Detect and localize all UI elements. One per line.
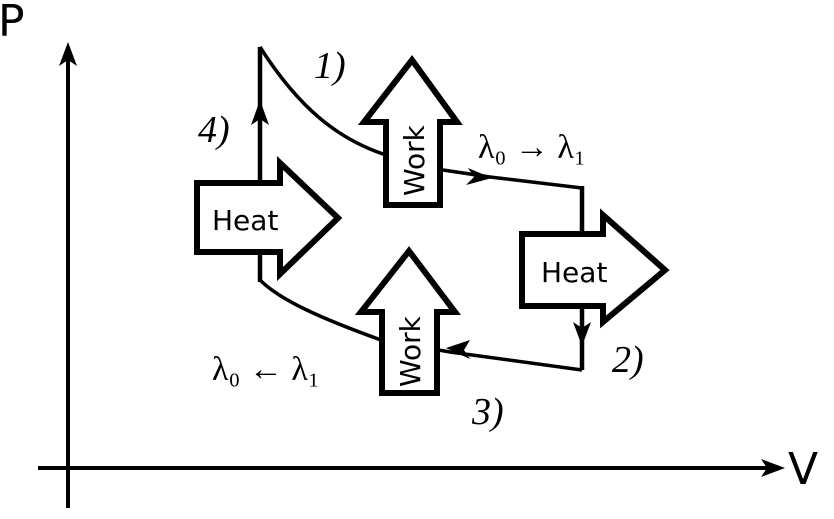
stage-3-label: 3) bbox=[471, 391, 504, 433]
work-top-arrow: Work bbox=[357, 54, 463, 208]
arrowhead-right-icon bbox=[466, 168, 492, 185]
heat-in-label: Heat bbox=[212, 204, 278, 237]
stage-1-label: 1) bbox=[314, 45, 346, 87]
work-bottom-label: Work bbox=[394, 315, 427, 387]
heat-out-label: Heat bbox=[541, 256, 607, 289]
stage-2-label: 2) bbox=[612, 339, 644, 381]
heat-out-arrow: Heat bbox=[519, 208, 670, 329]
arrowhead-left-icon bbox=[446, 340, 470, 359]
heat-in-arrow: Heat bbox=[194, 156, 343, 282]
arrowhead-up-icon bbox=[251, 100, 269, 125]
x-axis bbox=[38, 459, 785, 477]
backward-transition-label: λ₀ ← λ₁ bbox=[212, 351, 320, 388]
forward-transition-label: λ₀ → λ₁ bbox=[478, 129, 586, 166]
x-axis-label: V bbox=[788, 444, 818, 495]
work-top-label: Work bbox=[398, 124, 431, 196]
stage-4-label: 4) bbox=[198, 109, 230, 151]
work-bottom-arrow: Work bbox=[354, 246, 462, 396]
y-axis bbox=[59, 42, 77, 508]
y-axis-label: P bbox=[0, 0, 25, 47]
arrowhead-down-icon bbox=[573, 322, 591, 346]
